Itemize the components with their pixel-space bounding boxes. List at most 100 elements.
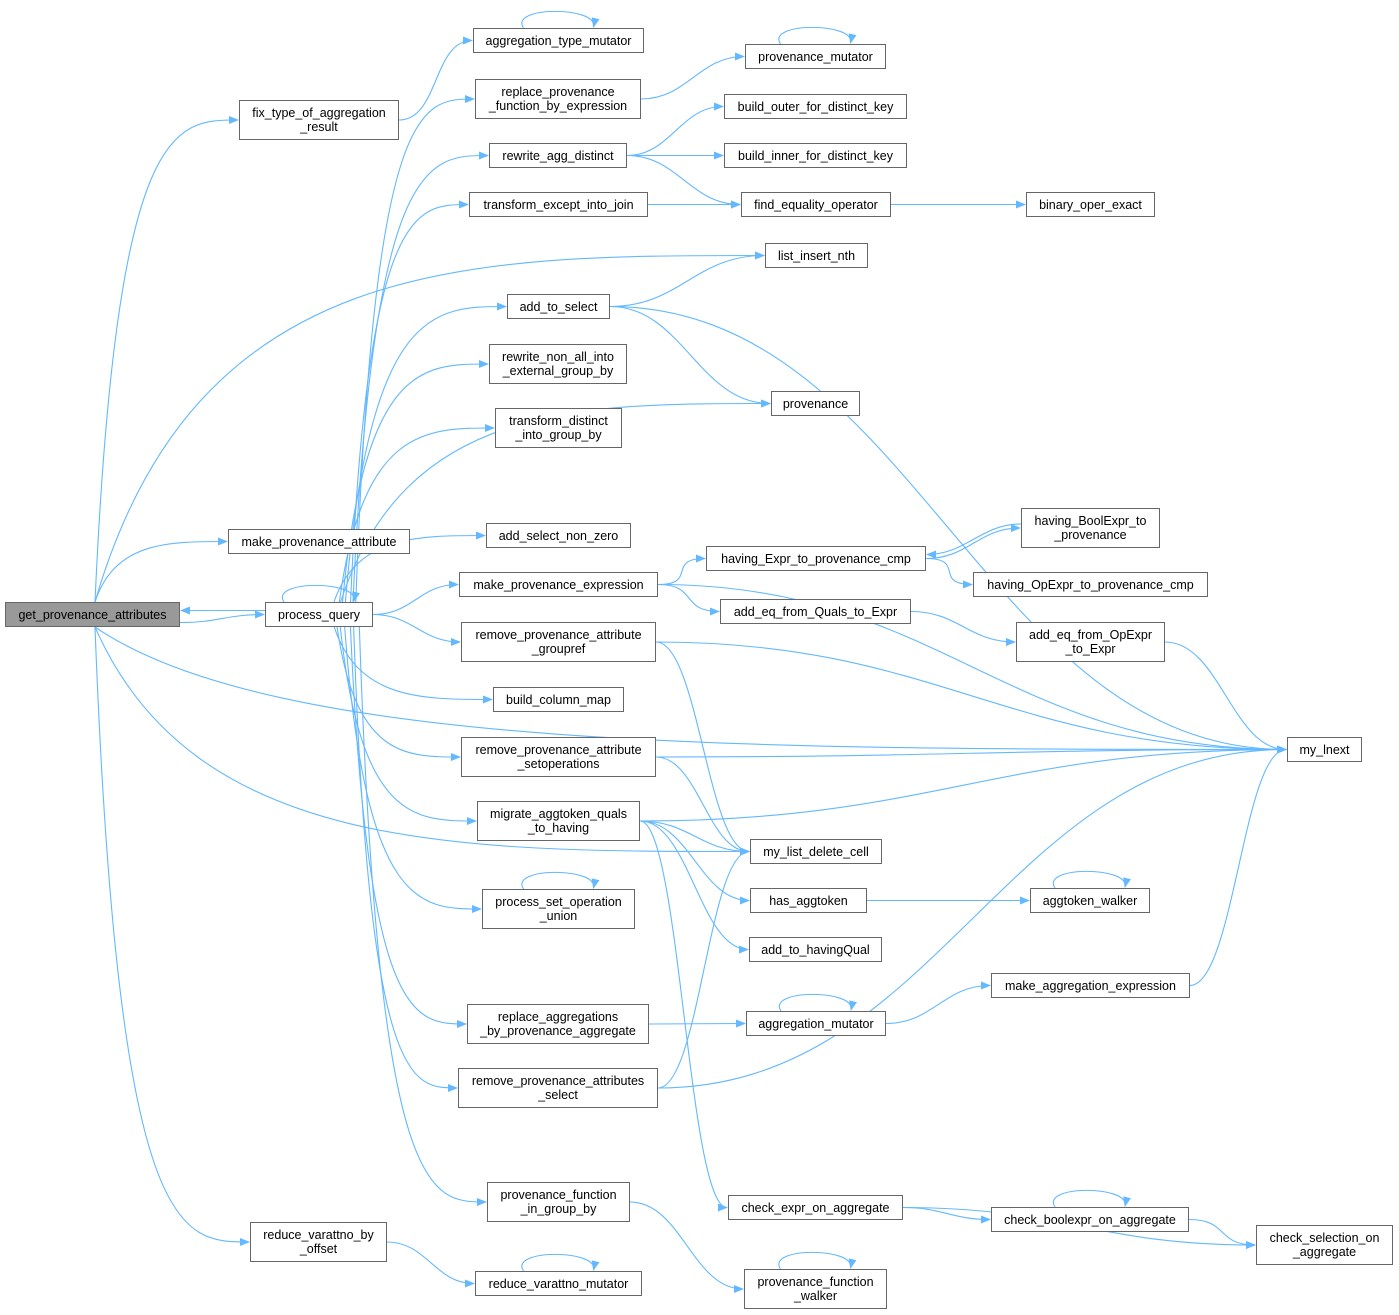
edge-make-provenance-expression-to-having-expr-to-provenance-cmp xyxy=(657,554,706,586)
edge-process-query-to-remove-provenance-attributes-select xyxy=(353,626,458,1092)
edge-having-expr-to-provenance-cmp-to-having-opexpr-to-provenance-cmp xyxy=(925,557,973,589)
edge-migrate-aggtoken-quals-to-having-to-my-lnext xyxy=(639,745,1287,822)
node-reduce-varattno-mutator[interactable]: reduce_varattno_mutator xyxy=(475,1271,642,1296)
edge-having-boolexpr-to-provenance-to-having-expr-to-provenance-cmp xyxy=(926,523,1022,559)
edge-process-query-to-rewrite-non-all-into-external-group-by xyxy=(342,360,489,603)
edge-check-boolexpr-on-aggregate-to-check-selection-on-aggregate xyxy=(1188,1218,1256,1249)
node-rewrite-agg-distinct[interactable]: rewrite_agg_distinct xyxy=(489,143,627,168)
node-find-equality-operator[interactable]: find_equality_operator xyxy=(741,192,891,217)
edge-fix-type-of-aggregation-result-to-aggregation-type-mutator xyxy=(398,36,473,121)
edge-process-set-operation-union-to-process-set-operation-union xyxy=(521,871,600,890)
edge-aggregation-mutator-to-make-aggregation-expression xyxy=(885,981,991,1025)
edge-remove-provenance-attribute-groupref-to-my-list-delete-cell xyxy=(655,641,750,856)
node-remove-provenance-attributes-select[interactable]: remove_provenance_attributes _select xyxy=(458,1068,658,1108)
edge-get-provenance-attributes-to-fix-type-of-aggregation-result xyxy=(94,116,239,603)
node-having-opexpr-to-provenance-cmp[interactable]: having_OpExpr_to_provenance_cmp xyxy=(973,572,1208,597)
node-make-provenance-attribute[interactable]: make_provenance_attribute xyxy=(228,529,410,554)
node-has-aggtoken[interactable]: has_aggtoken xyxy=(750,888,867,913)
edge-add-eq-from-quals-to-expr-to-add-eq-from-opexpr-to-expr xyxy=(910,610,1016,646)
edge-process-query-to-process-set-operation-union xyxy=(344,626,482,913)
node-rewrite-non-all-into-external-group-by[interactable]: rewrite_non_all_into _external_group_by xyxy=(489,344,627,384)
node-add-to-select[interactable]: add_to_select xyxy=(507,294,610,319)
node-replace-provenance-function-by-expression[interactable]: replace_provenance _function_by_expressi… xyxy=(475,79,641,119)
node-make-provenance-expression[interactable]: make_provenance_expression xyxy=(459,572,658,597)
edge-aggregation-type-mutator-to-aggregation-type-mutator xyxy=(521,10,600,29)
node-fix-type-of-aggregation-result[interactable]: fix_type_of_aggregation _result xyxy=(239,100,399,140)
node-binary-oper-exact[interactable]: binary_oper_exact xyxy=(1026,192,1155,217)
edge-replace-aggregations-by-provenance-aggregate-to-aggregation-mutator xyxy=(648,1019,746,1028)
edge-get-provenance-attributes-to-process-query xyxy=(179,610,265,624)
node-provenance[interactable]: provenance xyxy=(771,391,860,416)
node-aggregation-mutator[interactable]: aggregation_mutator xyxy=(746,1011,886,1036)
node-replace-aggregations-by-provenance-aggregate[interactable]: replace_aggregations _by_provenance_aggr… xyxy=(467,1004,649,1044)
node-provenance-mutator[interactable]: provenance_mutator xyxy=(745,44,886,69)
node-remove-provenance-attribute-setoperations[interactable]: remove_provenance_attribute _setoperatio… xyxy=(461,737,656,777)
edge-rewrite-agg-distinct-to-build-outer-for-distinct-key xyxy=(626,102,724,157)
edge-remove-provenance-attribute-setoperations-to-my-lnext xyxy=(655,745,1287,758)
edge-provenance-function-in-group-by-to-provenance-function-walker xyxy=(629,1201,744,1293)
node-process-set-operation-union[interactable]: process_set_operation _union xyxy=(482,889,635,929)
edge-reduce-varattno-by-offset-to-reduce-varattno-mutator xyxy=(386,1241,475,1288)
node-reduce-varattno-by-offset[interactable]: reduce_varattno_by _offset xyxy=(250,1222,387,1262)
edge-get-provenance-attributes-to-my-list-delete-cell xyxy=(94,626,750,856)
node-build-column-map[interactable]: build_column_map xyxy=(493,687,624,712)
edge-provenance-mutator-to-provenance-mutator xyxy=(778,26,857,45)
node-having-expr-to-provenance-cmp[interactable]: having_Expr_to_provenance_cmp xyxy=(706,546,926,571)
edge-add-eq-from-opexpr-to-expr-to-my-lnext xyxy=(1164,641,1287,754)
edge-rewrite-agg-distinct-to-find-equality-operator xyxy=(626,154,741,209)
node-add-eq-from-quals-to-expr[interactable]: add_eq_from_Quals_to_Expr xyxy=(720,599,911,624)
node-migrate-aggtoken-quals-to-having[interactable]: migrate_aggtoken_quals _to_having xyxy=(477,801,640,841)
edge-make-aggregation-expression-to-my-lnext xyxy=(1189,745,1287,987)
edge-process-query-to-make-provenance-expression xyxy=(372,580,459,616)
edge-process-query-to-rewrite-agg-distinct xyxy=(352,151,489,603)
node-list-insert-nth[interactable]: list_insert_nth xyxy=(765,243,868,268)
node-get-provenance-attributes[interactable]: get_provenance_attributes xyxy=(5,602,180,627)
edge-provenance-function-walker-to-provenance-function-walker xyxy=(778,1251,857,1270)
node-process-query[interactable]: process_query xyxy=(265,602,373,627)
edge-make-provenance-expression-to-add-eq-from-quals-to-expr xyxy=(657,583,720,616)
edge-remove-provenance-attributes-select-to-my-list-delete-cell xyxy=(657,847,750,1089)
edge-having-expr-to-provenance-cmp-to-having-boolexpr-to-provenance xyxy=(925,524,1021,560)
edge-remove-provenance-attribute-groupref-to-my-lnext xyxy=(655,641,1287,754)
edge-make-provenance-expression-to-my-lnext xyxy=(657,583,1287,754)
edge-process-query-to-remove-provenance-attribute-setoperations xyxy=(336,626,461,761)
edge-migrate-aggtoken-quals-to-having-to-my-list-delete-cell xyxy=(639,820,750,856)
node-check-boolexpr-on-aggregate[interactable]: check_boolexpr_on_aggregate xyxy=(991,1207,1189,1232)
edge-migrate-aggtoken-quals-to-having-to-has-aggtoken xyxy=(639,820,750,905)
node-remove-provenance-attribute-groupref[interactable]: remove_provenance_attribute _groupref xyxy=(461,622,656,662)
edge-get-provenance-attributes-to-my-lnext xyxy=(94,626,1287,754)
edge-check-expr-on-aggregate-to-check-boolexpr-on-aggregate xyxy=(902,1206,991,1224)
node-transform-distinct-into-group-by[interactable]: transform_distinct _into_group_by xyxy=(495,408,622,448)
edge-process-query-to-transform-except-into-join xyxy=(349,200,469,603)
edge-process-query-to-add-to-select xyxy=(344,302,507,603)
node-my-list-delete-cell[interactable]: my_list_delete_cell xyxy=(750,839,882,864)
node-aggtoken-walker[interactable]: aggtoken_walker xyxy=(1030,888,1150,913)
node-my-lnext[interactable]: my_lnext xyxy=(1287,737,1362,762)
node-build-outer-for-distinct-key[interactable]: build_outer_for_distinct_key xyxy=(724,94,907,119)
edge-add-to-select-to-list-insert-nth xyxy=(609,251,765,308)
edge-get-provenance-attributes-to-reduce-varattno-by-offset xyxy=(94,626,250,1246)
edge-process-query-to-replace-aggregations-by-provenance-aggregate xyxy=(349,626,467,1028)
node-transform-except-into-join[interactable]: transform_except_into_join xyxy=(469,192,648,217)
node-add-eq-from-opexpr-to-expr[interactable]: add_eq_from_OpExpr _to_Expr xyxy=(1016,622,1165,662)
edge-remove-provenance-attribute-setoperations-to-my-list-delete-cell xyxy=(655,756,750,856)
node-check-expr-on-aggregate[interactable]: check_expr_on_aggregate xyxy=(728,1195,903,1220)
edge-process-query-to-build-column-map xyxy=(333,626,493,704)
node-having-boolexpr-to-provenance[interactable]: having_BoolExpr_to _provenance xyxy=(1021,508,1160,548)
edge-migrate-aggtoken-quals-to-having-to-add-to-havingqual xyxy=(639,820,749,954)
edge-get-provenance-attributes-to-list-insert-nth xyxy=(94,251,765,603)
edge-replace-provenance-function-by-expression-to-provenance-mutator xyxy=(640,52,745,100)
node-add-to-havingqual[interactable]: add_to_havingQual xyxy=(749,937,882,962)
edge-check-boolexpr-on-aggregate-to-check-boolexpr-on-aggregate xyxy=(1052,1189,1131,1208)
edge-remove-provenance-attributes-select-to-my-lnext xyxy=(657,745,1287,1089)
node-build-inner-for-distinct-key[interactable]: build_inner_for_distinct_key xyxy=(724,143,907,168)
node-aggregation-type-mutator[interactable]: aggregation_type_mutator xyxy=(473,28,644,53)
edge-process-query-to-provenance-function-in-group-by xyxy=(358,626,487,1206)
node-make-aggregation-expression[interactable]: make_aggregation_expression xyxy=(991,973,1190,998)
node-add-select-non-zero[interactable]: add_select_non_zero xyxy=(486,523,631,548)
node-check-selection-on-aggregate[interactable]: check_selection_on _aggregate xyxy=(1256,1225,1393,1265)
node-provenance-function-in-group-by[interactable]: provenance_function _in_group_by xyxy=(487,1182,630,1222)
node-provenance-function-walker[interactable]: provenance_function _walker xyxy=(744,1269,887,1309)
